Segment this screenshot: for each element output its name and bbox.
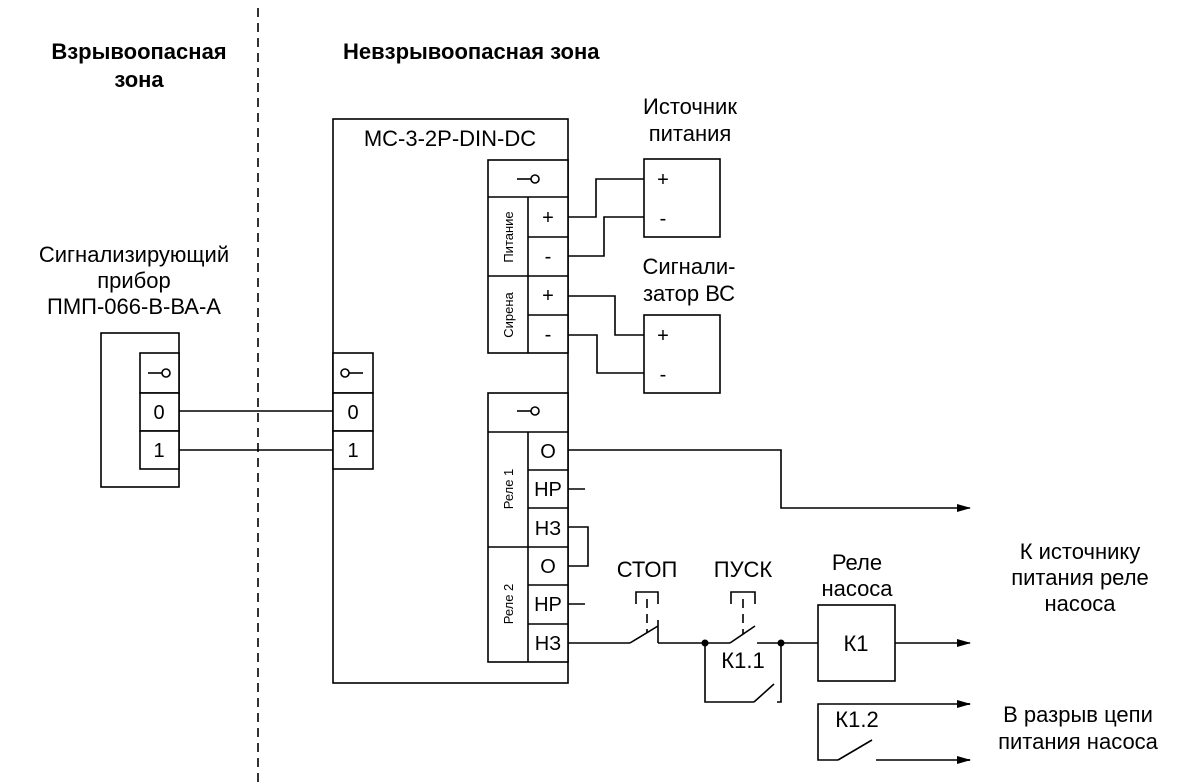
ground-symbol-icon — [340, 368, 363, 378]
stop-button-icon — [629, 591, 659, 644]
hazardous-zone-title-line1: Взрывоопасная — [51, 39, 226, 64]
ground-symbol-icon — [517, 174, 540, 184]
power-plus-label: + — [542, 207, 554, 229]
relay-supply-label-line3: насоса — [1044, 591, 1116, 616]
siren-plus-label: + — [542, 285, 554, 307]
holding-contact-label: К1.1 — [721, 648, 764, 673]
siren-group-label: Сирена — [501, 291, 516, 337]
stop-button-label: СТОП — [617, 557, 678, 582]
relay2-common-label: О — [540, 556, 556, 578]
wire-siren-plus — [568, 295, 644, 336]
start-button-icon — [729, 591, 756, 644]
power-source-plus-label: + — [657, 169, 669, 191]
ground-symbol-icon — [517, 406, 540, 416]
signal-device-terminal-1 — [139, 430, 180, 470]
power-source-title-line1: Источник — [643, 94, 737, 119]
signal-device-title-line3: ПМП-066-В-ВА-А — [47, 294, 221, 319]
module-input-terminal-1 — [332, 430, 374, 470]
holding-contact-icon — [704, 643, 782, 703]
signalizer-plus-label: + — [657, 325, 669, 347]
relay1-common-label: О — [540, 441, 556, 463]
module-input-terminal-0-label: 0 — [347, 402, 358, 424]
signalizer-box — [643, 314, 721, 394]
siren-minus-label: - — [545, 324, 552, 346]
signalizer-minus-label: - — [660, 364, 667, 386]
safe-zone-title: Невзрывоопасная зона — [343, 39, 600, 64]
pump-break-label-line2: питания насоса — [998, 729, 1159, 754]
module-name: МС-3-2Р-DIN-DC — [364, 126, 536, 151]
signal-device-title-line2: прибор — [97, 268, 171, 293]
pump-break-label-line1: В разрыв цепи — [1003, 702, 1153, 727]
relay-supply-label-line1: К источнику — [1020, 539, 1141, 564]
power-group-label: Питание — [501, 211, 516, 262]
wire-relay1-common — [568, 449, 971, 512]
signalizer-title-line2: затор ВС — [643, 281, 735, 306]
module-input-terminal-1-label: 1 — [347, 440, 358, 462]
pump-relay-title-line2: насоса — [821, 576, 893, 601]
relay2-no-label: НР — [534, 594, 562, 616]
module-input-terminal-0 — [332, 392, 374, 432]
power-minus-label: - — [545, 246, 552, 268]
wire-power-minus — [568, 216, 644, 257]
signal-device-terminal-0-label: 0 — [153, 402, 164, 424]
relay2-label: Реле 2 — [501, 584, 516, 625]
signalizer-title-line1: Сигнали- — [642, 254, 735, 279]
wire-power-plus — [568, 178, 644, 218]
relay1-label: Реле 1 — [501, 469, 516, 510]
signal-device-terminal-0 — [139, 392, 180, 432]
relay2-nc-label: НЗ — [535, 633, 562, 655]
wire-siren-minus — [568, 334, 644, 374]
hazardous-zone-title-line2: зона — [114, 67, 164, 92]
power-source-minus-label: - — [660, 208, 667, 230]
pump-relay-coil-label: К1 — [843, 631, 868, 656]
power-source-title-line2: питания — [649, 121, 732, 146]
pump-relay-title-line1: Реле — [832, 550, 882, 575]
jumper-relay1-nc-relay2-common — [568, 526, 589, 567]
relay1-no-label: НР — [534, 479, 562, 501]
pump-contact-icon — [817, 703, 970, 761]
signal-device-terminal-1-label: 1 — [153, 440, 164, 462]
relay-supply-label-line2: питания реле — [1011, 565, 1149, 590]
ground-symbol-icon — [148, 368, 171, 378]
pump-relay-coil — [817, 604, 896, 682]
power-source-box — [643, 158, 721, 238]
pump-contact-label: К1.2 — [835, 707, 878, 732]
relay1-nc-label: НЗ — [535, 518, 562, 540]
start-button-label: ПУСК — [714, 557, 773, 582]
signal-device-title-line1: Сигнализирующий — [39, 242, 229, 267]
